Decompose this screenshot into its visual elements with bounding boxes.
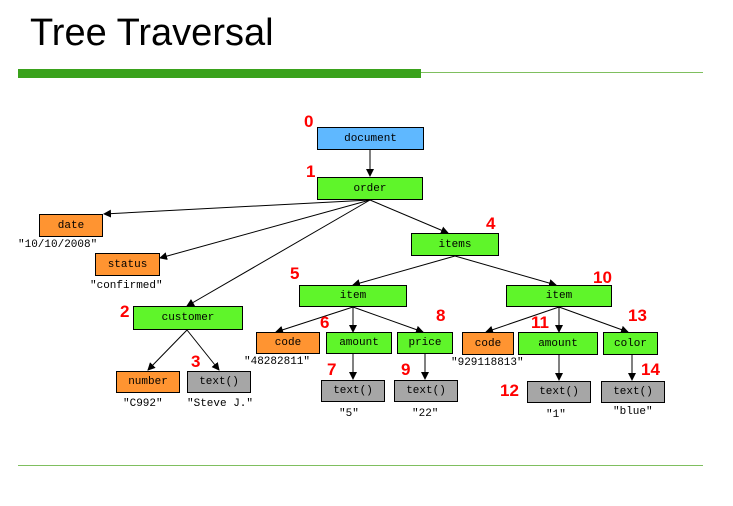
node-item-1: item	[299, 285, 407, 307]
order-number-4: 4	[486, 214, 496, 233]
node-customer: customer	[133, 306, 243, 330]
title-rule-thin	[421, 72, 703, 73]
order-number-13: 13	[628, 306, 647, 325]
edge-items-item2	[454, 255, 557, 287]
edge-order-items	[369, 199, 449, 234]
edge-customer-text	[186, 329, 220, 371]
value-customer-text: "Steve J."	[187, 398, 254, 410]
node-document: document	[317, 127, 424, 150]
edge-item2-color2	[558, 306, 629, 334]
order-number-7: 7	[327, 360, 337, 379]
node-amount-2-text: text()	[527, 381, 591, 403]
node-amount-1: amount	[326, 332, 392, 354]
order-number-3: 3	[191, 352, 201, 371]
node-amount-2: amount	[518, 332, 598, 355]
order-number-9: 9	[401, 360, 411, 379]
edge-item1-code1	[275, 306, 354, 334]
order-number-0: 0	[304, 112, 314, 131]
order-number-6: 6	[320, 313, 330, 332]
footer-rule	[18, 465, 703, 466]
page-title: Tree Traversal	[30, 12, 274, 54]
order-number-11: 11	[531, 313, 549, 332]
node-color-2: color	[603, 332, 658, 355]
edge-item2-code2	[485, 306, 560, 334]
value-number: "C992"	[123, 398, 163, 410]
node-date: date	[39, 214, 103, 237]
order-number-1: 1	[306, 162, 316, 181]
node-price-1: price	[397, 332, 453, 354]
value-date: "10/10/2008"	[18, 239, 98, 251]
value-amount-2-text: "1"	[546, 409, 566, 421]
node-status: status	[95, 253, 160, 276]
node-price-1-text: text()	[394, 380, 458, 402]
value-code-2: "929118813"	[451, 357, 524, 369]
order-number-8: 8	[436, 306, 446, 325]
value-color-2-text: "blue"	[613, 406, 653, 418]
node-color-2-text: text()	[601, 381, 665, 403]
node-order: order	[317, 177, 423, 200]
edge-order-customer	[186, 199, 371, 307]
value-code-1: "48282811"	[244, 356, 311, 368]
order-number-12: 12	[500, 381, 519, 400]
value-status: "confirmed"	[90, 280, 163, 292]
edge-items-item1	[352, 255, 456, 287]
node-code-2: code	[462, 332, 514, 355]
node-item-2: item	[506, 285, 612, 307]
value-amount-1-text: "5"	[339, 408, 359, 420]
order-number-5: 5	[290, 264, 300, 283]
edge-item1-price1	[352, 306, 424, 334]
value-price-1-text: "22"	[412, 408, 439, 420]
order-number-10: 10	[593, 268, 612, 287]
node-number: number	[116, 371, 180, 393]
edge-order-status	[159, 199, 371, 260]
node-customer-text: text()	[187, 371, 251, 393]
node-amount-1-text: text()	[321, 380, 385, 402]
node-items: items	[411, 233, 499, 256]
node-code-1: code	[256, 332, 320, 354]
title-underline	[18, 69, 421, 78]
order-number-14: 14	[641, 360, 660, 379]
order-number-2: 2	[120, 302, 130, 321]
edge-customer-number	[147, 329, 188, 371]
edge-order-date	[103, 199, 371, 218]
